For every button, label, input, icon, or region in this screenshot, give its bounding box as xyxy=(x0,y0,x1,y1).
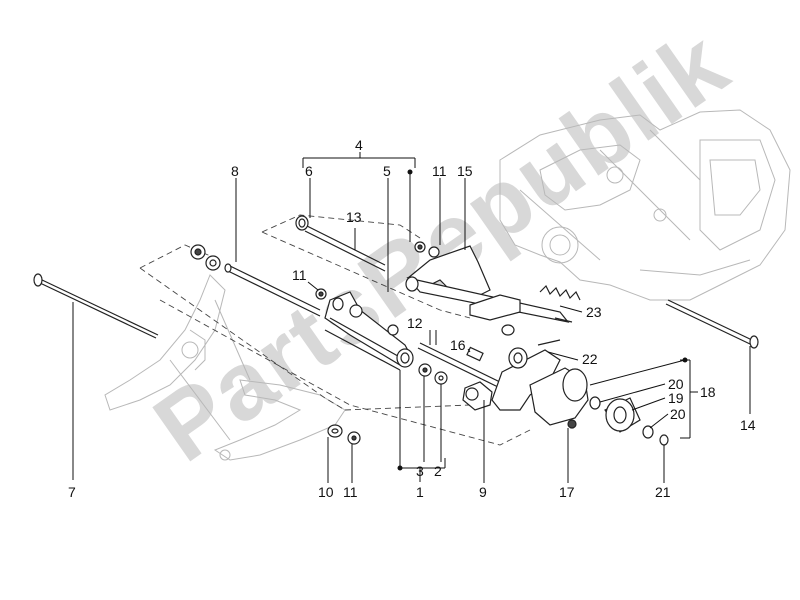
pivot-bushing-9 xyxy=(462,381,493,411)
damper-cylinder-19 xyxy=(567,396,669,446)
callout-14: 14 xyxy=(740,417,756,433)
long-bolt-7 xyxy=(33,273,159,339)
callout-7: 7 xyxy=(68,484,76,500)
bushing-pair-left xyxy=(190,244,221,271)
callout-12: 12 xyxy=(407,315,423,331)
callout-18: 18 xyxy=(700,384,716,400)
washers-and-nuts xyxy=(315,241,448,445)
callout-20-bottom: 20 xyxy=(670,406,686,422)
damper-housing xyxy=(529,367,589,426)
callout-20-top: 20 xyxy=(668,376,684,392)
callout-3: 3 xyxy=(416,463,424,479)
upper-arm-15 xyxy=(405,245,573,336)
callout-23: 23 xyxy=(586,304,602,320)
callout-17: 17 xyxy=(559,484,575,500)
callout-4: 4 xyxy=(355,137,363,153)
bolt-16 xyxy=(466,346,484,362)
shaft-8 xyxy=(224,263,321,317)
callout-21: 21 xyxy=(655,484,671,500)
callout-11-top: 11 xyxy=(432,163,447,179)
callout-15: 15 xyxy=(457,163,473,179)
callout-5: 5 xyxy=(383,163,391,179)
callout-labels: 4 6 5 11 15 8 13 11 12 16 22 23 7 14 3 2… xyxy=(68,137,756,500)
callout-6: 6 xyxy=(305,163,313,179)
callout-16: 16 xyxy=(450,337,466,353)
long-bolt-14 xyxy=(665,299,759,349)
callout-22: 22 xyxy=(582,351,598,367)
callout-11-bottom: 11 xyxy=(343,484,358,500)
callout-8: 8 xyxy=(231,163,239,179)
callout-19: 19 xyxy=(668,390,684,406)
callout-9: 9 xyxy=(479,484,487,500)
link-arm-assembly xyxy=(324,291,414,371)
shaft-12 xyxy=(417,342,501,388)
engine-block xyxy=(499,109,791,301)
leader-lines xyxy=(72,152,751,483)
callout-11-left: 11 xyxy=(292,267,307,283)
spring-23 xyxy=(539,284,581,301)
shaft-13 xyxy=(295,215,386,272)
callout-13: 13 xyxy=(346,209,362,225)
callout-1: 1 xyxy=(416,484,424,500)
callout-2: 2 xyxy=(434,463,442,479)
bracket-22 xyxy=(491,339,561,411)
callout-10: 10 xyxy=(318,484,334,500)
